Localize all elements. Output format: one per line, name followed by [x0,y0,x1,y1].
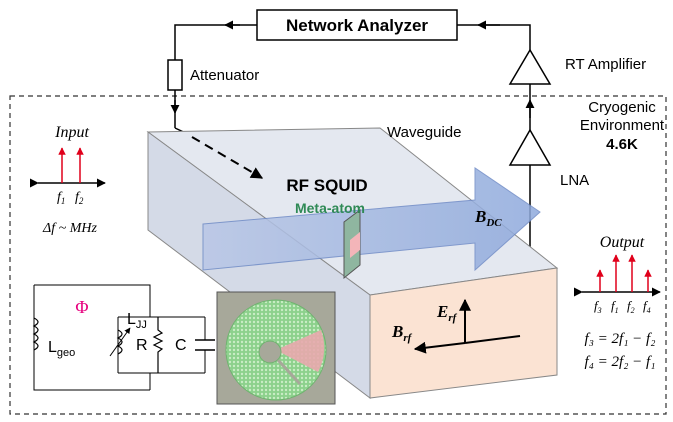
squid-pink-sector [276,330,325,372]
l-jj-coil [116,329,123,355]
environment-line1: Cryogenic [588,99,656,116]
lna-label: LNA [560,172,589,189]
b-dc-label: BDC [474,207,502,229]
rt-amplifier-triangle [508,48,552,85]
rf-squid-title: RF SQUID [286,176,367,195]
output-equation-f3: f₃ = 2f₁ − f₂ [585,331,656,347]
meta-atom-plate-pink [350,232,360,258]
environment-line2: Environment [580,117,665,134]
signal-dashed-arrow [191,136,264,179]
network-analyzer-box [256,9,458,41]
output-f1-label: f1 [611,298,619,315]
input-label: Input [54,124,89,141]
meta-atom-subtitle: Meta-atom [295,200,365,216]
equivalent-circuit [32,284,215,391]
squid-center-hole [258,340,282,364]
phi-label: Φ [75,297,88,317]
rt-amplifier-label: RT Amplifier [565,56,646,73]
environment-temperature: 4.6K [606,136,638,153]
axis-left [413,341,466,354]
waveguide-front-face [369,267,558,399]
squid-slit [276,358,302,386]
waveguide-label: Waveguide [387,124,462,141]
output-equation-f4: f₄ = 2f₂ − f₁ [585,354,656,370]
network-analyzer-label: Network Analyzer [286,16,428,35]
cable-na-right [457,24,531,50]
lna-triangle [508,128,552,166]
l-geo-coil [32,317,39,351]
c-label: C [175,337,187,354]
l-geo-label: Lgeo [48,339,75,359]
attenuator-label: Attenuator [190,67,259,84]
cable-na-left [174,24,257,60]
output-f4-label: f4 [643,298,651,315]
b-rf-label: Brf [391,322,413,344]
resistor [152,317,164,373]
b-dc-arrow [202,167,541,272]
input-f2-label: f2 [75,190,84,206]
r-label: R [136,337,148,354]
e-rf-label: Erf [436,302,458,324]
input-delta-label: Δf ~ MHz [42,221,97,236]
output-f3-label: f3 [594,298,602,315]
cryogenic-boundary [9,95,667,415]
axis-right [464,335,521,344]
output-label: Output [600,234,645,251]
input-f1-label: f1 [57,190,65,206]
output-f2-label: f2 [627,298,635,315]
l-jj-label: LJJ [127,311,147,331]
attenuator-box [167,59,183,91]
